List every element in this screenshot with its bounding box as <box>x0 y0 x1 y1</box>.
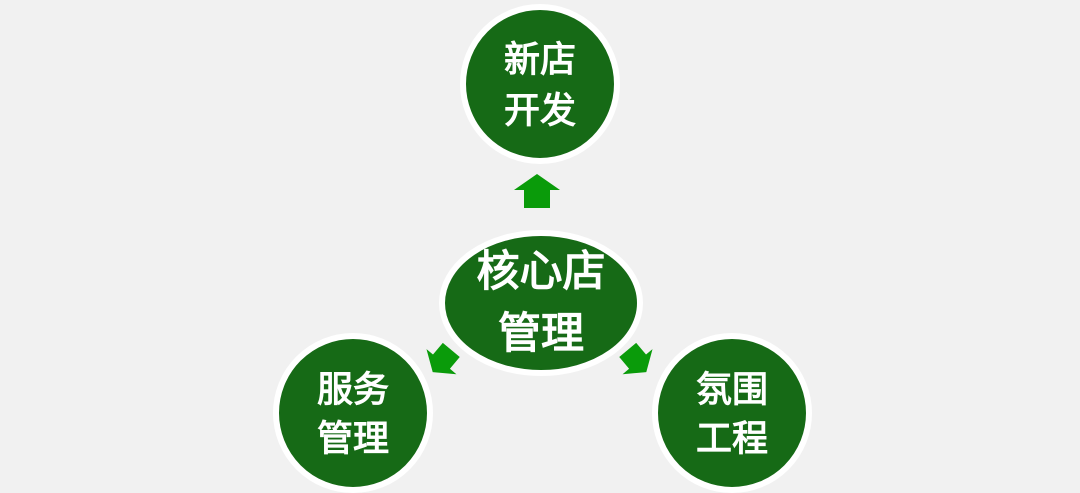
arrow-down-right-icon <box>619 342 653 375</box>
arrow-down-left-icon <box>426 342 460 375</box>
top-node: 新店 开发 <box>460 4 620 164</box>
bottom-right-node-label-line1: 氛围 <box>696 369 768 410</box>
bottom-left-node-label-line1: 服务 <box>317 369 389 410</box>
bottom-right-node-circle <box>652 333 812 493</box>
top-node-label-line1: 新店 <box>504 39 576 80</box>
center-node: 核心店 管理 <box>439 230 643 376</box>
top-node-circle <box>460 4 620 164</box>
center-node-label-line1: 核心店 <box>477 248 606 296</box>
bottom-left-node-label-line2: 管理 <box>317 418 389 459</box>
center-node-label-line2: 管理 <box>498 310 584 358</box>
bottom-left-node: 服务 管理 <box>273 333 433 493</box>
bottom-right-node: 氛围 工程 <box>652 333 812 493</box>
bottom-left-node-circle <box>273 333 433 493</box>
arrow-up-icon <box>514 174 560 208</box>
top-node-label-line2: 开发 <box>504 90 576 131</box>
center-node-ellipse <box>439 230 643 376</box>
bottom-right-node-label-line2: 工程 <box>696 418 768 459</box>
